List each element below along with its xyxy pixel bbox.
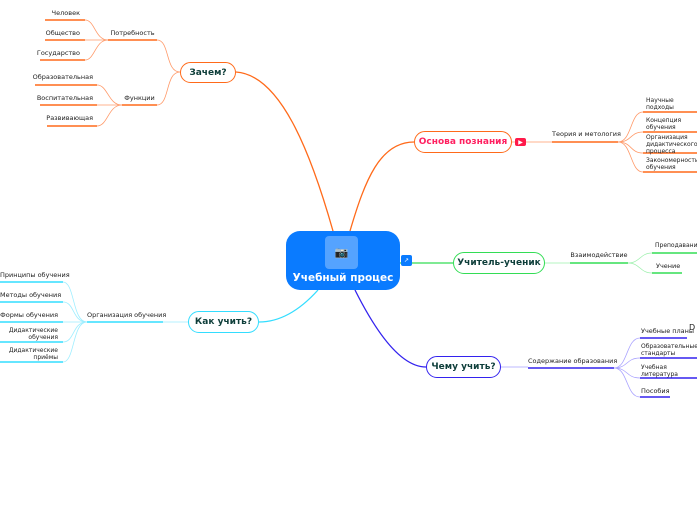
leaf[interactable]: Учебная литература [641, 364, 678, 378]
subtopic-organization[interactable]: Организация обучения [87, 311, 167, 319]
leaf[interactable]: Закономерности обучения [646, 157, 697, 171]
central-topic-title: Учебный процес [292, 272, 394, 284]
youtube-icon[interactable]: ▶ [515, 138, 526, 146]
topic-why[interactable]: Зачем? [180, 62, 236, 83]
subtopic-content[interactable]: Содержание образования [528, 357, 618, 365]
topic-basis-label: Основа познания [418, 137, 508, 147]
topic-teacher-student-label: Учитель-ученик [457, 258, 541, 268]
leaf-extra: D [689, 323, 696, 332]
leaf[interactable]: Человек [51, 9, 80, 17]
leaf[interactable]: Дидактические приёмы [8, 347, 58, 361]
leaf[interactable]: Формы обучения [0, 311, 58, 319]
central-topic[interactable]: 📷 Учебный процес [286, 231, 400, 290]
leaf[interactable]: Преподавание [655, 242, 697, 249]
topic-how-label: Как учить? [194, 317, 253, 327]
camera-icon[interactable]: 📷 [325, 236, 358, 269]
leaf[interactable]: Учебные планы [641, 327, 695, 335]
leaf[interactable]: Принципы обучения [0, 271, 70, 279]
leaf[interactable]: Образовательные стандарты [641, 343, 697, 357]
leaf[interactable]: Общество [45, 29, 80, 37]
subtopic-theory[interactable]: Теория и метология [552, 130, 621, 138]
topic-how[interactable]: Как учить? [188, 311, 259, 333]
leaf[interactable]: Государство [36, 49, 80, 57]
leaf[interactable]: Учение [656, 262, 681, 270]
subtopic-need[interactable]: Потребность [110, 29, 155, 37]
leaf[interactable]: Концепция обучения [646, 117, 682, 131]
leaf[interactable]: Дидактические обучения [8, 327, 58, 341]
subtopic-interaction[interactable]: Взаимодействие [570, 251, 628, 259]
external-link-icon[interactable]: ↗ [401, 255, 412, 266]
leaf[interactable]: Научные подходы [646, 97, 674, 111]
subtopic-functions[interactable]: Функции [124, 94, 155, 102]
topic-basis[interactable]: Основа познания [414, 131, 512, 153]
topic-what[interactable]: Чему учить? [426, 356, 501, 378]
leaf[interactable]: Воспитательная [36, 94, 93, 102]
leaf[interactable]: Пособия [641, 387, 670, 395]
topic-teacher-student[interactable]: Учитель-ученик [453, 252, 545, 274]
topic-why-label: Зачем? [189, 67, 227, 78]
leaf[interactable]: Образовательная [32, 73, 93, 81]
leaf[interactable]: Методы обучения [0, 291, 62, 299]
leaf[interactable]: Организация дидактического процесса [646, 134, 697, 155]
topic-what-label: Чему учить? [431, 362, 496, 372]
leaf[interactable]: Развивающая [46, 114, 93, 122]
